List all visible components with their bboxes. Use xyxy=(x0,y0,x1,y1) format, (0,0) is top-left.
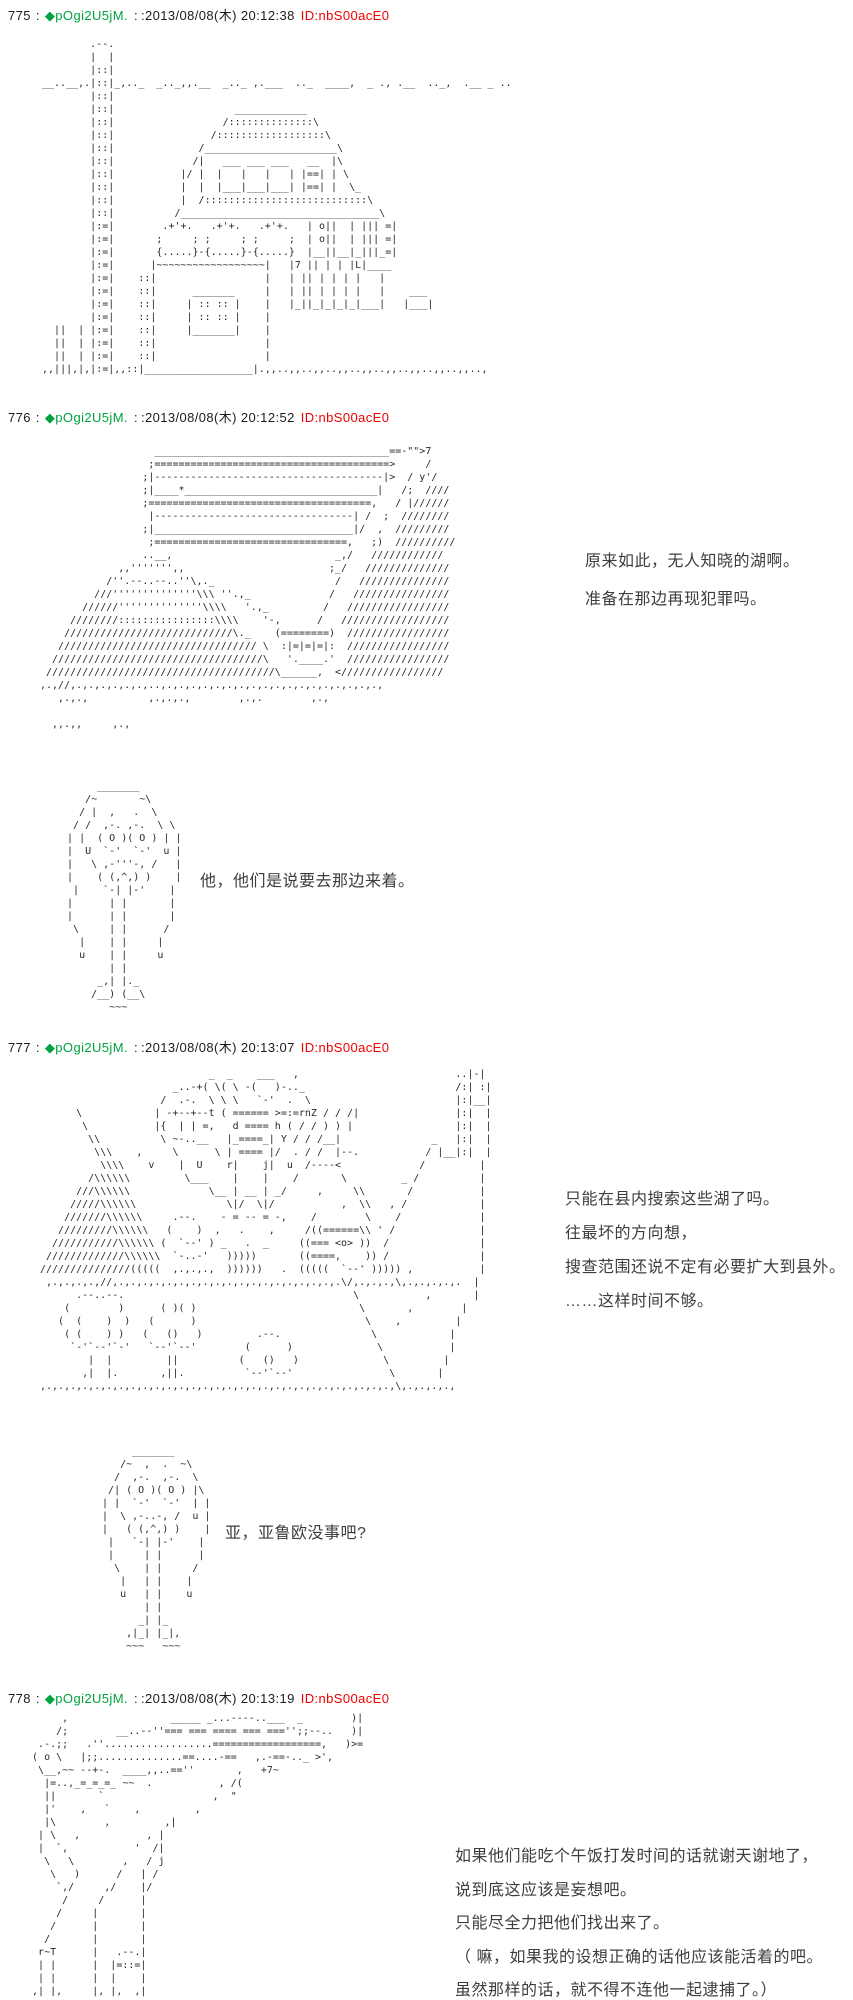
dialogue-block-character-2: 亚，亚鲁欧没事吧? xyxy=(225,1524,366,1544)
dialogue-line: 只能尽全力把他们找出来了。 xyxy=(455,1915,670,1932)
separator: : xyxy=(35,1691,40,1706)
ascii-art-character-2: _______ /~ , . ~\ / ,-. ,-. \ /| ( O )( … xyxy=(102,1446,211,1652)
post-datetime: :2013/08/08(木) 20:13:07 xyxy=(140,1040,295,1055)
separator: : xyxy=(133,1691,138,1706)
separator: : xyxy=(133,8,138,23)
separator: : xyxy=(35,1040,40,1055)
separator: : xyxy=(133,1040,138,1055)
post-tripcode: ◆pOgi2U5jM. xyxy=(44,8,128,23)
dialogue-line: 虽然那样的话，就不得不连他一起逮捕了。） xyxy=(455,1982,778,1999)
post-id: ID:nbS00acE0 xyxy=(300,1040,390,1055)
dialogue-line: 亚，亚鲁欧没事吧? xyxy=(225,1525,367,1542)
ascii-art-house: .--. | | |::| __..__,.|::|_,.._ _.._,,._… xyxy=(42,39,512,375)
post-number: 778 xyxy=(8,1691,31,1706)
dialogue-block-character: 他，他们是说要去那边来着。 xyxy=(200,872,415,892)
dialogue-line: 搜查范围还说不定有必要扩大到县外。 xyxy=(565,1259,846,1276)
post-datetime: :2013/08/08(木) 20:13:19 xyxy=(140,1691,295,1706)
dialogue-line: ……这样时间不够。 xyxy=(565,1293,714,1310)
dialogue-line: 往最坏的方向想， xyxy=(565,1225,698,1242)
post-id: ID:nbS00acE0 xyxy=(300,410,390,425)
post-datetime: :2013/08/08(木) 20:12:52 xyxy=(140,410,295,425)
dialogue-block-search: 只能在县内搜索这些湖了吗。 往最坏的方向想， 搜查范围还说不定有必要扩大到县外。… xyxy=(565,1183,846,1319)
ascii-art-lake-scene: _______________________________________=… xyxy=(40,446,456,730)
separator: : xyxy=(133,410,138,425)
dialogue-block-final: 如果他们能吃个午饭打发时间的话就谢天谢地了， 说到底这应该是妄想吧。 只能尽全力… xyxy=(455,1840,823,2000)
post-number: 777 xyxy=(8,1040,31,1055)
dialogue-line: （ 嘛，如果我的设想正确的话他应该能活着的吧。 xyxy=(455,1948,823,1966)
dialogue-line: 只能在县内搜索这些湖了吗。 xyxy=(565,1191,780,1208)
post-id: ID:nbS00acE0 xyxy=(300,8,390,23)
post-number: 775 xyxy=(8,8,31,23)
separator: : xyxy=(35,8,40,23)
ascii-art-mountain-scene: _ _ ___ , ..|-| _..-+( \( \ -( )-.._ /:|… xyxy=(40,1069,492,1392)
ascii-art-lying-figure-scene: , _____ _...----..___ _ )| /; __..--''==… xyxy=(32,1713,364,1997)
dialogue-line: 如果他们能吃个午饭打发时间的话就谢天谢地了， xyxy=(455,1848,819,1865)
post-tripcode: ◆pOgi2U5jM. xyxy=(44,1691,128,1706)
post-tripcode: ◆pOgi2U5jM. xyxy=(44,1040,128,1055)
ascii-art-character: _______ /~ ~\ / | , . \ / / ,-. ,-. \ \ … xyxy=(67,781,182,1013)
post-datetime: :2013/08/08(木) 20:12:38 xyxy=(140,8,295,23)
dialogue-line: 原来如此，无人知晓的湖啊。 xyxy=(585,553,800,570)
separator: : xyxy=(35,410,40,425)
post-id: ID:nbS00acE0 xyxy=(300,1691,390,1706)
post-number: 776 xyxy=(8,410,31,425)
dialogue-line: 他，他们是说要去那边来着。 xyxy=(200,873,415,890)
dialogue-block-lake: 原来如此，无人知晓的湖啊。 准备在那边再现犯罪吗。 xyxy=(585,543,800,619)
post-tripcode: ◆pOgi2U5jM. xyxy=(44,410,128,425)
dialogue-line: 说到底这应该是妄想吧。 xyxy=(455,1881,637,1899)
dialogue-line: 准备在那边再现犯罪吗。 xyxy=(585,591,767,608)
